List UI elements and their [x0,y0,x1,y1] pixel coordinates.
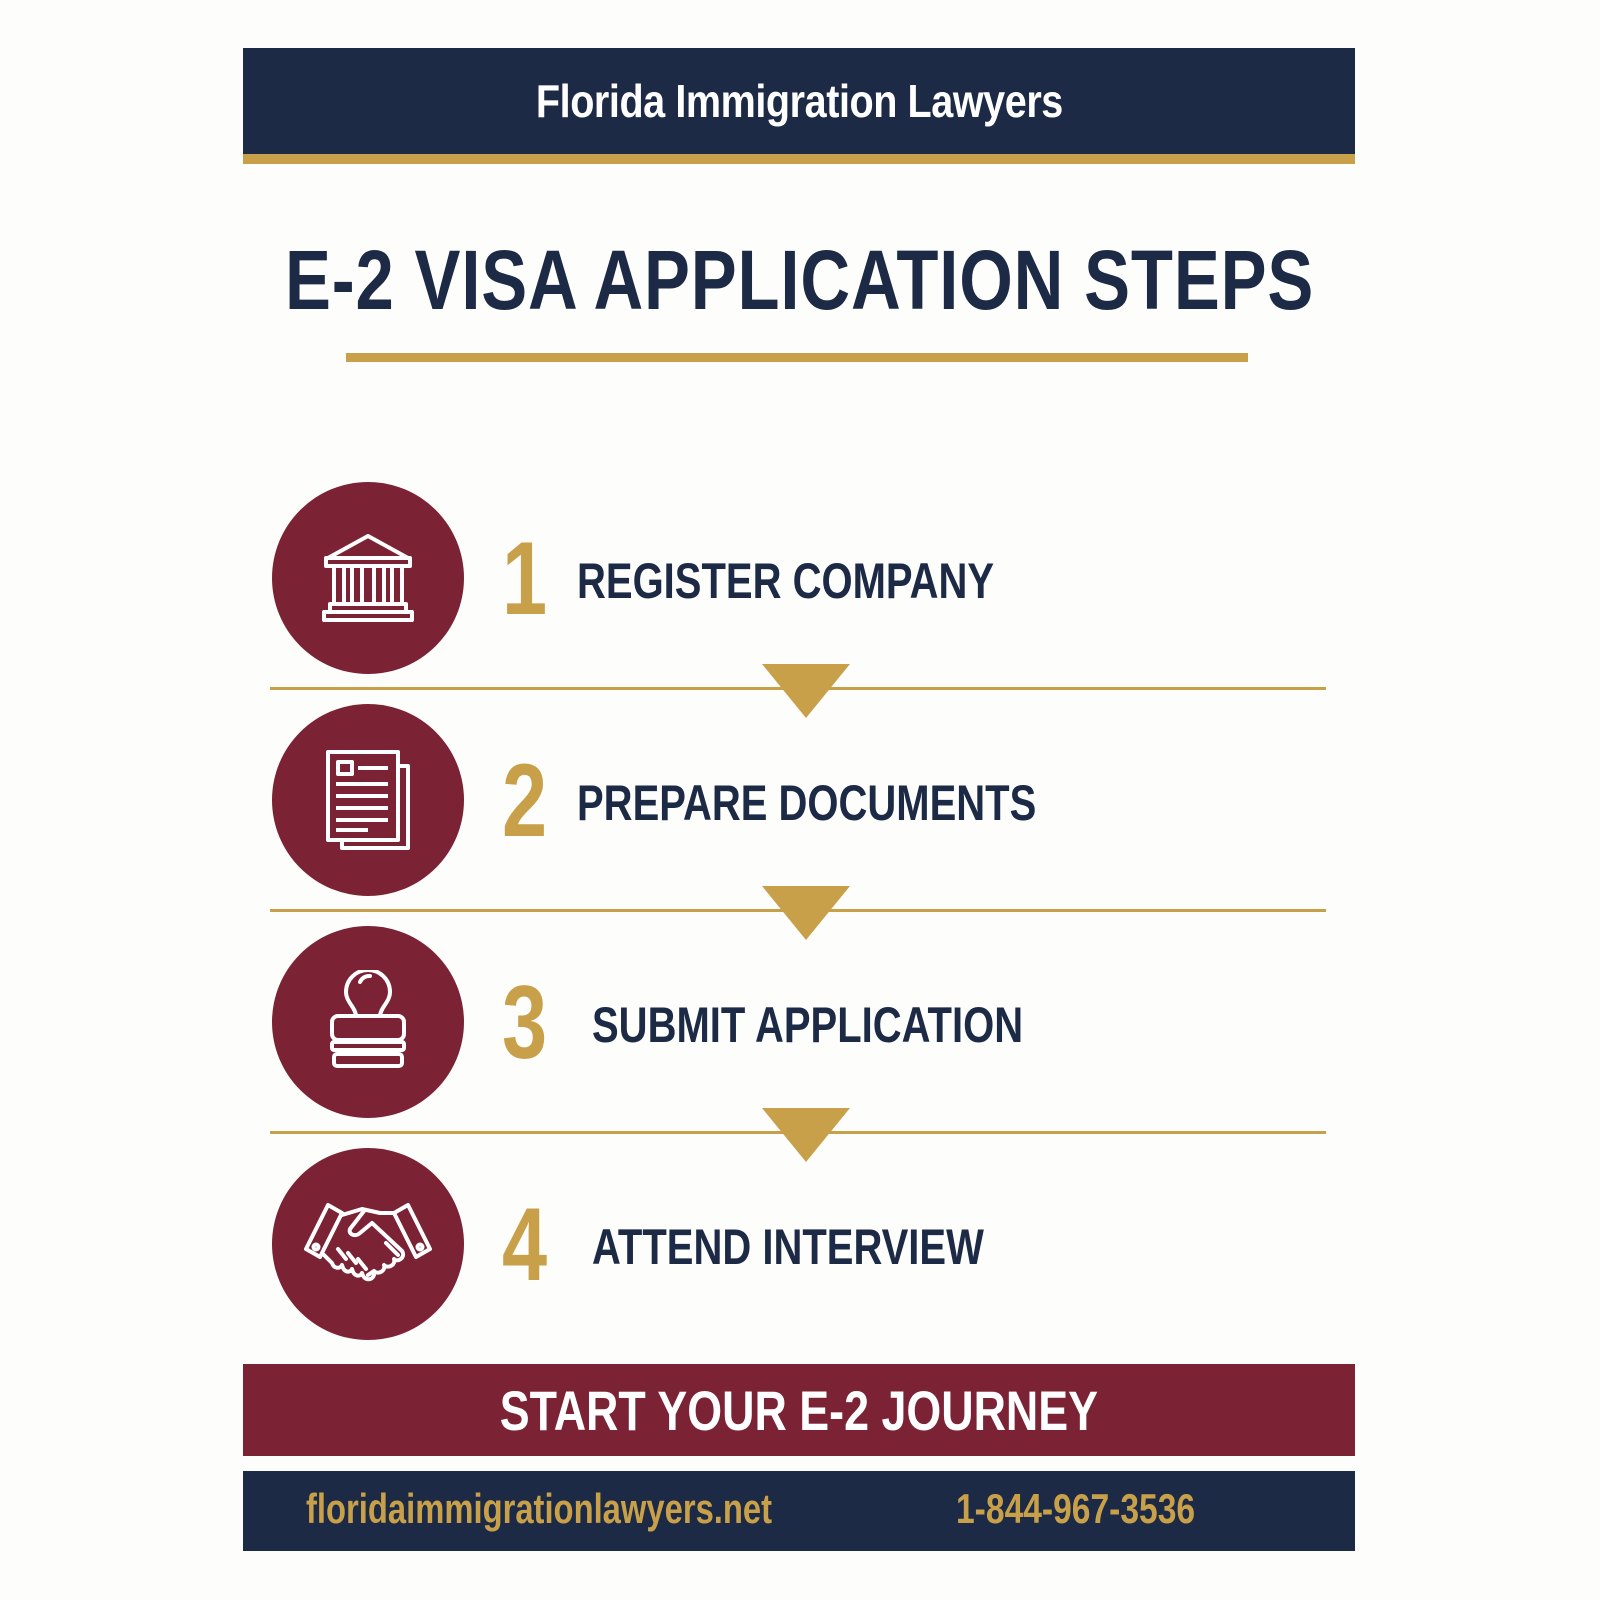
step-4-circle [272,1148,464,1340]
step-4-number: 4 [502,1187,548,1303]
step-1-label: REGISTER COMPANY [577,553,995,609]
step-2-number: 2 [502,743,548,859]
firm-name: Florida Immigration Lawyers [535,75,1063,127]
page-title-text: E-2 VISA APPLICATION STEPS [285,233,1315,327]
website-link[interactable]: floridaimmigrationlawyers.net [306,1485,773,1532]
cta-banner[interactable]: START YOUR E-2 JOURNEY [243,1364,1355,1456]
step-3-circle [272,926,464,1118]
step-4: 4 ATTEND INTERVIEW [272,1148,1322,1340]
cta-label: START YOUR E-2 JOURNEY [499,1378,1099,1442]
step-2: 2 PREPARE DOCUMENTS [272,704,1322,896]
phone-number[interactable]: 1-844-967-3536 [956,1485,1196,1532]
step-4-label: ATTEND INTERVIEW [592,1219,984,1275]
step-3-label: SUBMIT APPLICATION [592,997,1024,1053]
courthouse-icon [320,530,416,626]
step-3-number: 3 [502,965,548,1081]
down-arrow-icon [762,1108,850,1162]
step-1-number: 1 [502,521,548,637]
step-2-label: PREPARE DOCUMENTS [577,775,1037,831]
step-3: 3 SUBMIT APPLICATION [272,926,1322,1118]
handshake-icon [302,1199,434,1289]
header-gold-stripe [243,154,1355,164]
footer-contact-bar: floridaimmigrationlawyers.net 1-844-967-… [243,1471,1355,1551]
documents-icon [320,748,416,852]
title-underline [346,353,1248,362]
header-banner: Florida Immigration Lawyers [243,48,1355,154]
down-arrow-icon [762,886,850,940]
step-2-circle [272,704,464,896]
stamp-icon [326,970,410,1074]
down-arrow-icon [762,664,850,718]
page-title: E-2 VISA APPLICATION STEPS [0,232,1600,329]
step-1: 1 REGISTER COMPANY [272,482,1322,674]
step-1-circle [272,482,464,674]
